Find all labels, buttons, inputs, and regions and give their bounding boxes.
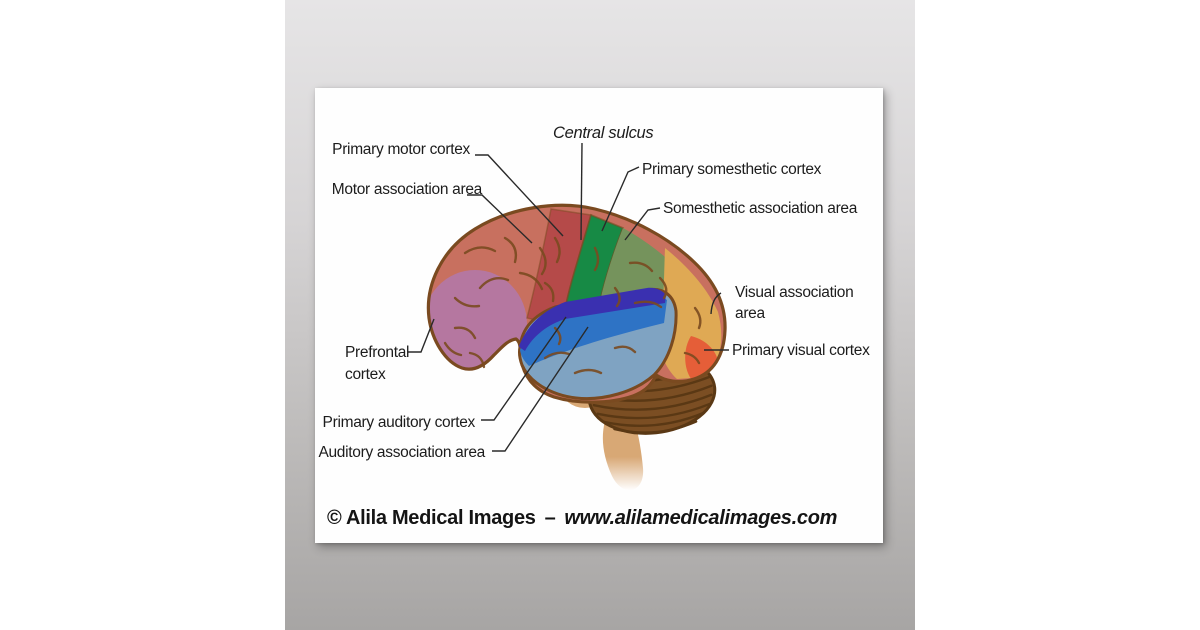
sulci-lines	[443, 236, 702, 375]
leader-somesthetic-association-area	[624, 207, 661, 241]
label-auditory-association-area: Auditory association area	[318, 444, 485, 461]
label-visual-association-area: Visual association area	[735, 284, 854, 322]
watermark-separator: –	[544, 507, 556, 529]
leader-prefrontal-cortex	[408, 318, 435, 353]
leader-lines	[408, 142, 729, 452]
label-primary-motor-cortex: Primary motor cortex	[332, 141, 470, 158]
poster: Central sulcus Primary motor cortex Moto…	[315, 88, 883, 543]
watermark-copyright: © Alila Medical Images	[327, 507, 536, 529]
watermark-website: www.alilamedicalimages.com	[564, 507, 838, 529]
leader-primary-motor-cortex	[475, 154, 564, 237]
leader-central-sulcus	[580, 142, 583, 241]
product-photo-backdrop: Central sulcus Primary motor cortex Moto…	[285, 0, 915, 630]
leader-primary-auditory-cortex	[481, 316, 567, 421]
label-prefrontal-cortex: Prefrontal cortex	[345, 344, 410, 383]
label-primary-somesthetic-cortex: Primary somesthetic cortex	[642, 161, 822, 178]
label-primary-auditory-cortex: Primary auditory cortex	[322, 414, 476, 431]
leader-auditory-association-area	[492, 326, 589, 452]
label-central-sulcus: Central sulcus	[553, 124, 654, 142]
leader-primary-somesthetic-cortex	[601, 166, 640, 232]
label-motor-association-area: Motor association area	[331, 181, 483, 198]
brain-diagram	[408, 142, 729, 491]
label-somesthetic-association-area: Somesthetic association area	[663, 200, 858, 217]
lateral-sulcus-band	[519, 287, 666, 351]
leader-visual-association-area	[710, 292, 722, 315]
label-primary-visual-cortex: Primary visual cortex	[732, 342, 870, 359]
watermark: © Alila Medical Images–www.alilamedicali…	[327, 507, 879, 530]
region-prefrontal-cortex	[428, 270, 527, 378]
leader-motor-association-area	[467, 194, 533, 244]
